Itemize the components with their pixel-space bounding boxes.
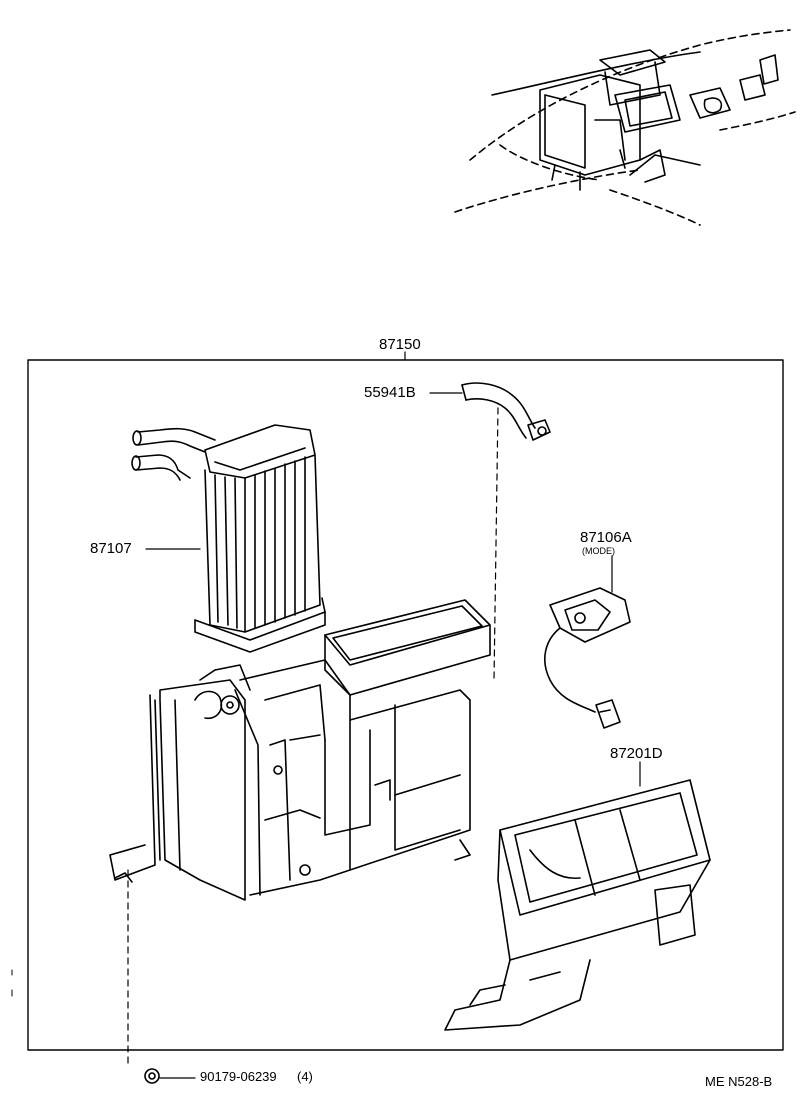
servo-note: (MODE)	[582, 546, 615, 556]
hose-label: 55941B	[364, 384, 416, 401]
clip-part	[144, 1068, 196, 1084]
servo-label: 87106A	[580, 529, 632, 546]
duct-part	[444, 761, 711, 1031]
location-inset	[454, 29, 796, 226]
assembly-frame	[27, 351, 784, 1051]
clip-label: 90179-06239	[200, 1069, 277, 1084]
servo-part	[544, 555, 631, 729]
clip-leader	[114, 869, 133, 1066]
heater-core-label: 87107	[90, 540, 132, 557]
figure-code: ME N528-B	[705, 1074, 773, 1089]
heater-case	[109, 599, 491, 901]
duct-label: 87201D	[610, 745, 663, 762]
heater-core-part	[131, 424, 326, 653]
hose-part	[429, 382, 551, 681]
clip-qty: (4)	[297, 1069, 313, 1084]
assembly-label: 87150	[379, 336, 421, 353]
